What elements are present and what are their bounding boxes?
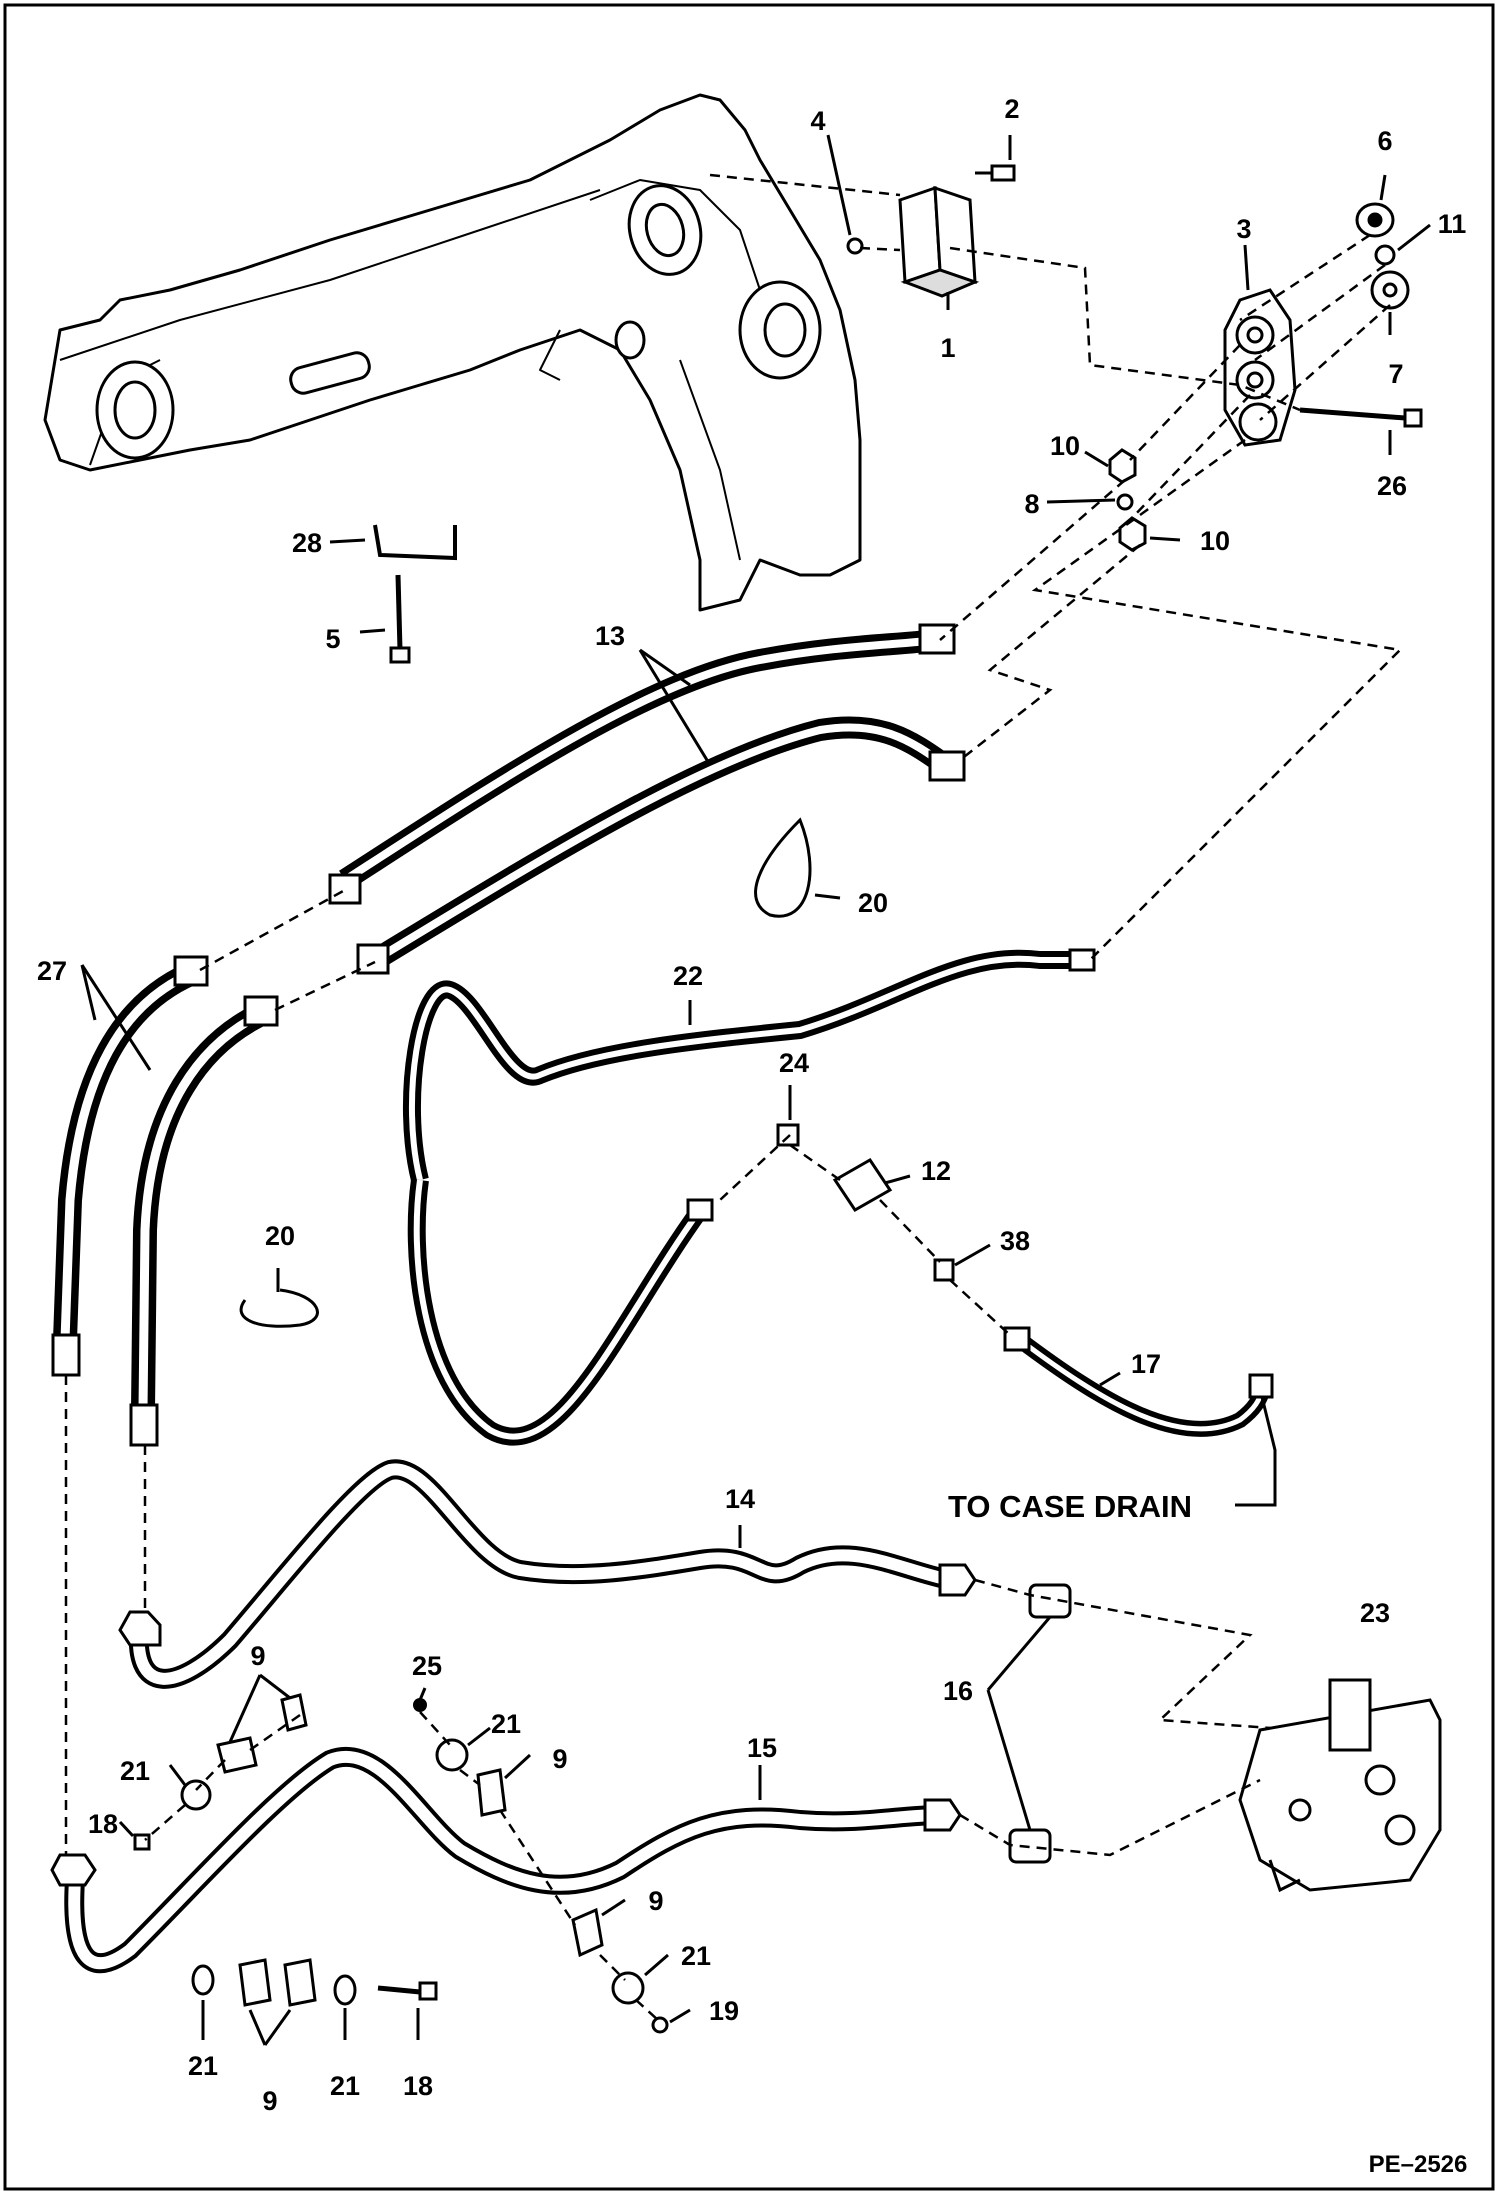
callout-9-a: 9 (250, 1641, 265, 1671)
case-drain-note: TO CASE DRAIN (948, 1489, 1192, 1524)
callout-12: 12 (921, 1156, 951, 1186)
bolt-part-18-b (377, 1981, 438, 2001)
callout-18-a: 18 (88, 1809, 118, 1839)
fitting-part-38 (933, 1258, 955, 1282)
callout-15: 15 (747, 1733, 777, 1763)
washer-part-21-d (191, 1964, 215, 1996)
leader-lines (80, 134, 1431, 2046)
bolt-part-18-a (133, 1833, 151, 1851)
hose-part-27 (51, 955, 279, 1447)
clamp-part-9-d (238, 1958, 317, 2007)
clamp-part-20-upper (754, 817, 812, 918)
case-drain-leader (1235, 1396, 1277, 1507)
callout-14: 14 (725, 1484, 755, 1514)
fitting-part-10-upper (1108, 448, 1137, 484)
check-valve-part-12 (832, 1158, 893, 1212)
washer-part-21-c (611, 1971, 645, 2005)
bracket-part-28 (373, 524, 457, 561)
fitting-part-24 (776, 1123, 800, 1147)
callout-21-e: 21 (330, 2071, 360, 2101)
callout-21-b: 21 (491, 1709, 521, 1739)
callout-4: 4 (810, 106, 825, 136)
callout-10-lower: 10 (1200, 526, 1230, 556)
callout-7: 7 (1388, 359, 1403, 389)
callout-20-upper: 20 (858, 888, 888, 918)
callout-20-lower: 20 (265, 1221, 295, 1251)
washer-part-21-e (333, 1974, 357, 2006)
callout-21-a: 21 (120, 1756, 150, 1786)
control-valve-part-23 (1238, 1678, 1442, 1893)
callout-21-c: 21 (681, 1941, 711, 1971)
callout-38: 38 (1000, 1226, 1030, 1256)
callout-9-c: 9 (648, 1886, 663, 1916)
bolt-part-5 (389, 574, 411, 664)
callout-16: 16 (943, 1676, 973, 1706)
callout-11: 11 (1438, 209, 1467, 239)
nut-part-25 (413, 1698, 427, 1712)
tube-part-15 (50, 1747, 962, 1974)
callout-22: 22 (673, 961, 703, 991)
fitting-part-11 (1374, 244, 1396, 266)
drawing-reference: PE–2526 (1369, 2151, 1468, 2178)
callout-23: 23 (1360, 1598, 1390, 1628)
callout-19: 19 (709, 1996, 739, 2026)
callout-10-upper: 10 (1050, 431, 1080, 461)
assembly-lines (64, 173, 1403, 2021)
callout-3: 3 (1236, 214, 1251, 244)
washer-part-21-a (180, 1779, 212, 1811)
hose-part-17 (1003, 1326, 1274, 1437)
fitting-part-10-lower (1118, 516, 1147, 552)
loader-arm (43, 93, 862, 612)
callout-24: 24 (779, 1048, 809, 1078)
bolt-part-26 (1299, 407, 1423, 428)
callout-9-b: 9 (552, 1744, 567, 1774)
tube-part-14 (118, 1459, 977, 1689)
clamp-part-9-c (571, 1907, 604, 1958)
callout-18-b: 18 (403, 2071, 433, 2101)
valve-assembly (1223, 288, 1297, 447)
callout-1: 1 (940, 333, 955, 363)
clamp-part-9-set-a (216, 1693, 308, 1774)
hose-part-22 (403, 948, 1096, 1446)
callout-26: 26 (1377, 471, 1407, 501)
callout-25: 25 (412, 1651, 442, 1681)
screw-part-19 (651, 2016, 669, 2034)
callout-6: 6 (1377, 126, 1392, 156)
mounting-bracket (898, 185, 980, 298)
page-border (3, 3, 1495, 2191)
callout-27: 27 (37, 956, 67, 986)
callout-2: 2 (1004, 94, 1019, 124)
clamp-part-20-lower (239, 1288, 319, 1328)
callout-9-d: 9 (262, 2086, 277, 2116)
fitting-part-6 (1355, 202, 1395, 238)
callout-13: 13 (595, 621, 625, 651)
callout-28: 28 (292, 528, 322, 558)
fitting-part-7 (1370, 270, 1410, 310)
clamp-part-9-b (476, 1768, 507, 1817)
nut-part-4 (846, 237, 864, 255)
callout-labels: 2 4 1 3 6 11 7 26 10 8 10 28 5 13 20 27 … (37, 94, 1467, 2178)
hose-part-13 (328, 623, 966, 975)
callout-17: 17 (1131, 1349, 1161, 1379)
washer-part-21-b (435, 1738, 469, 1772)
oring-part-8 (1116, 493, 1134, 511)
callout-8: 8 (1024, 489, 1039, 519)
bolt-part-2 (975, 164, 1016, 182)
callout-5: 5 (325, 624, 340, 654)
callout-21-d: 21 (188, 2051, 218, 2081)
